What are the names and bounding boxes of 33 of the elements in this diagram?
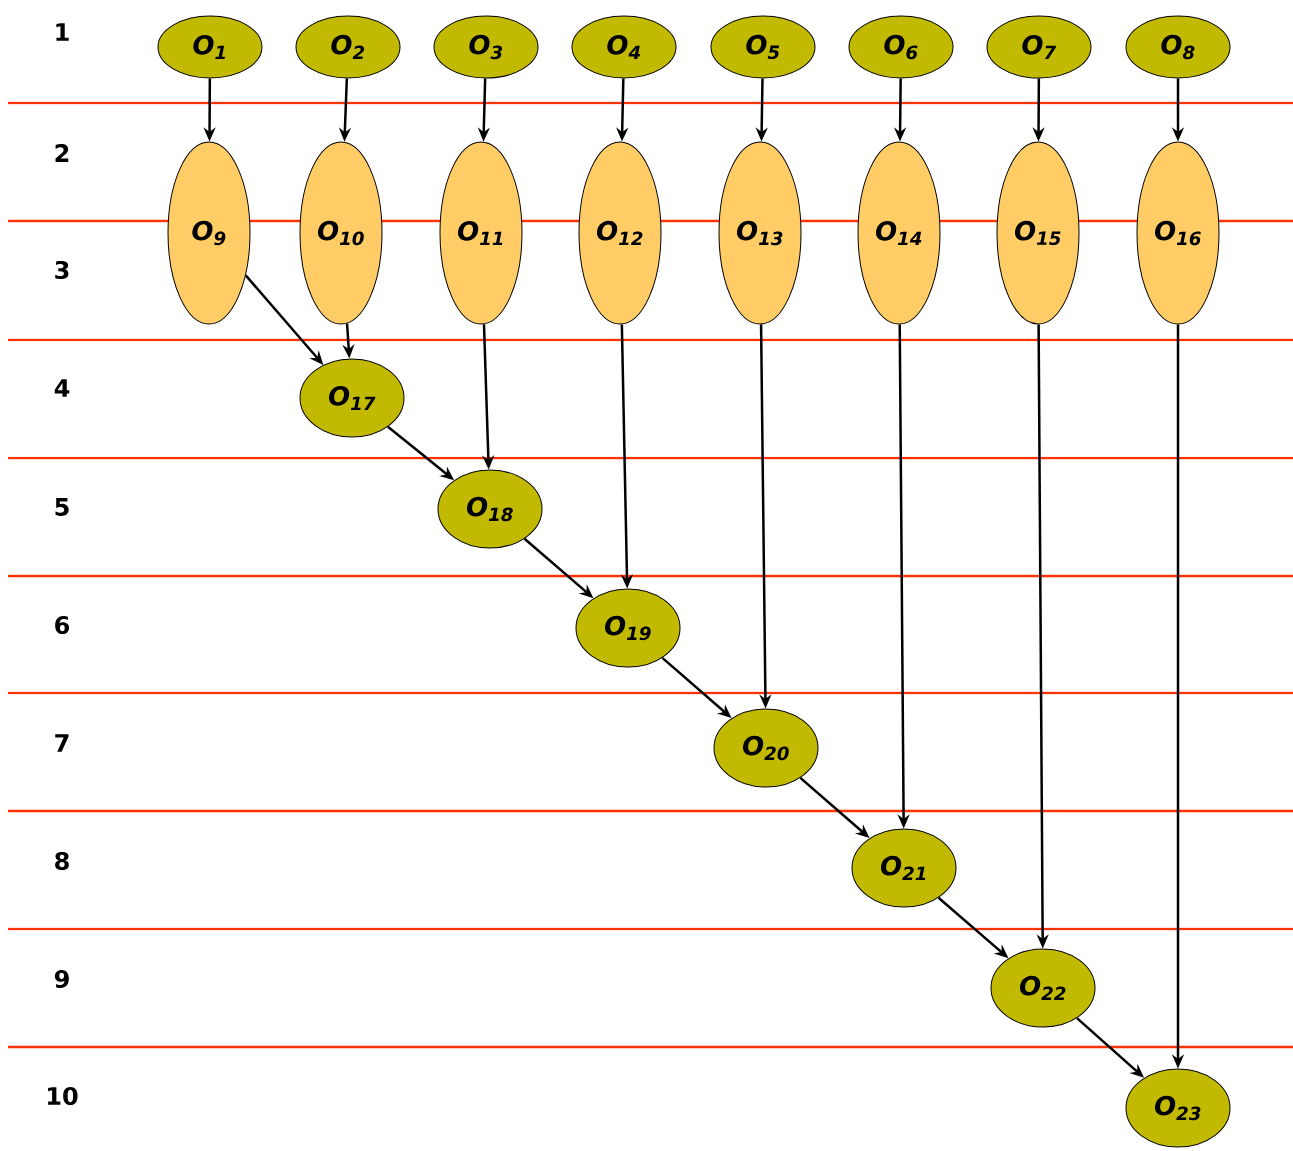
ellipse-node: O$_{3}$	[433, 15, 539, 79]
ellipse-node: O$_{9}$	[167, 141, 251, 325]
row-number: 8	[55, 851, 69, 871]
row-number: 3	[55, 260, 69, 280]
ellipse-node: O$_{10}$	[299, 141, 383, 325]
row-number: 7	[55, 734, 69, 752]
ellipse-node: O$_{11}$	[439, 141, 523, 325]
ellipse-node: O$_{17}$	[299, 358, 405, 438]
ellipse-node: O$_{18}$	[437, 469, 543, 549]
ellipse-node: O$_{5}$	[710, 15, 816, 79]
ellipse-node: O$_{16}$	[1136, 141, 1220, 325]
ellipse-node: O$_{14}$	[857, 141, 941, 325]
ellipse-node: O$_{23}$	[1125, 1068, 1231, 1148]
row-number: 10	[48, 1086, 78, 1106]
row-number: 1	[56, 23, 69, 41]
ellipse-node: O$_{21}$	[851, 828, 957, 908]
ellipse-node: O$_{8}$	[1125, 15, 1231, 79]
ellipse-node: O$_{22}$	[990, 948, 1096, 1028]
row-number: 6	[55, 615, 70, 635]
ellipse-node: O$_{2}$	[295, 15, 401, 79]
ellipse-node: O$_{20}$	[713, 708, 819, 788]
ellipse-node: O$_{12}$	[578, 141, 662, 325]
row-number: 4	[54, 379, 70, 397]
ellipse-node: O$_{1}$	[157, 15, 263, 79]
ellipse-node: O$_{4}$	[571, 15, 677, 79]
ellipse-node: O$_{13}$	[718, 141, 802, 325]
ellipse-node: O$_{15}$	[996, 141, 1080, 325]
row-number: 5	[55, 498, 69, 516]
ellipse-node: O$_{7}$	[986, 15, 1092, 79]
row-number: 2	[55, 144, 69, 162]
ellipse-node: O$_{6}$	[848, 15, 954, 79]
ellipse-node: O$_{19}$	[575, 588, 681, 668]
row-number: 9	[54, 969, 69, 989]
